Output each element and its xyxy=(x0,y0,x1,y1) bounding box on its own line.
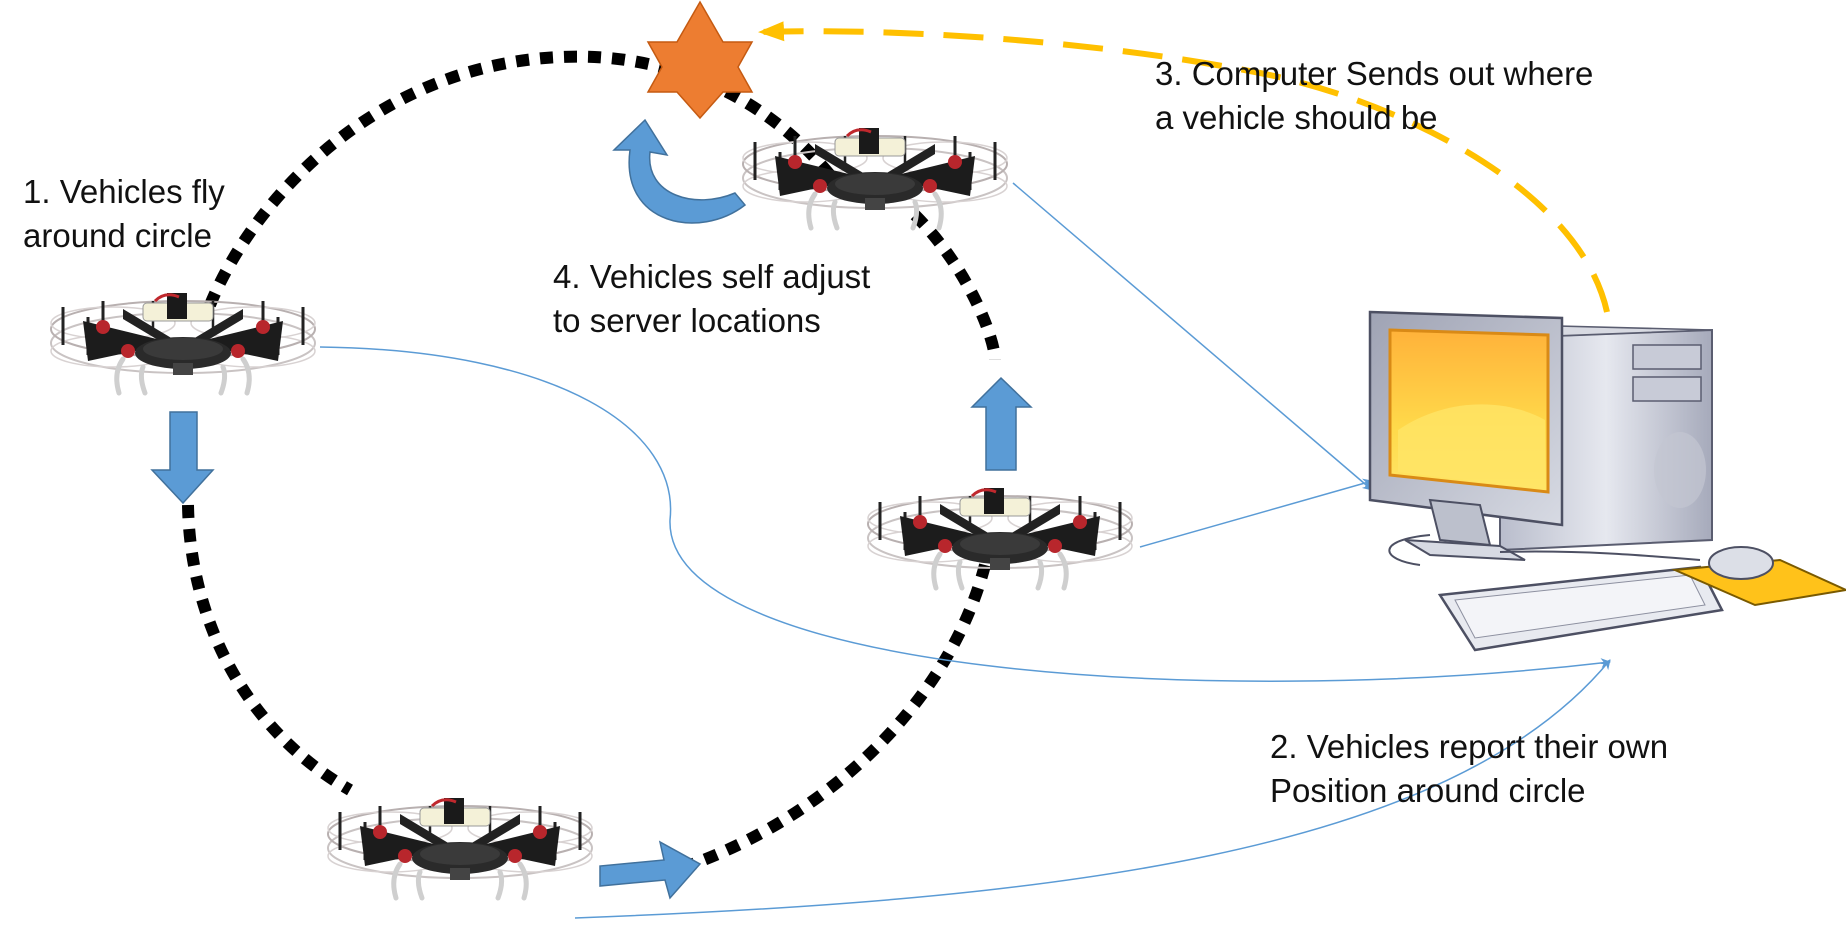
step4-label: 4. Vehicles self adjust to server locati… xyxy=(553,258,871,339)
step2-label: 2. Vehicles report their own Position ar… xyxy=(1270,728,1669,809)
down-arrow-icon xyxy=(150,411,215,505)
desktop-computer-icon xyxy=(1368,310,1846,652)
circle-path-right xyxy=(910,210,1001,361)
circle-path-left xyxy=(182,504,353,796)
report-line-right-drone xyxy=(1139,478,1373,548)
report-line-bottom-drone xyxy=(574,659,1611,919)
quadcopter-icon-right xyxy=(868,488,1132,588)
up-arrow-icon xyxy=(970,376,1033,471)
step3-label: 3. Computer Sends out where a vehicle sh… xyxy=(1155,55,1594,136)
quadcopter-icon-top xyxy=(743,128,1007,228)
right-arrow-icon xyxy=(599,840,702,900)
quadcopter-icon-left xyxy=(51,293,315,393)
quadcopter-icon-bottom xyxy=(328,798,592,898)
command-arrow xyxy=(758,21,1610,313)
self-adjust-arrow-icon xyxy=(612,118,747,224)
report-line-top-drone xyxy=(1012,182,1373,491)
target-star-icon xyxy=(646,0,754,120)
circle-path-lower-right xyxy=(687,563,991,871)
report-line-left-drone xyxy=(319,346,1611,682)
step1-label: 1. Vehicles fly around circle xyxy=(23,173,225,254)
